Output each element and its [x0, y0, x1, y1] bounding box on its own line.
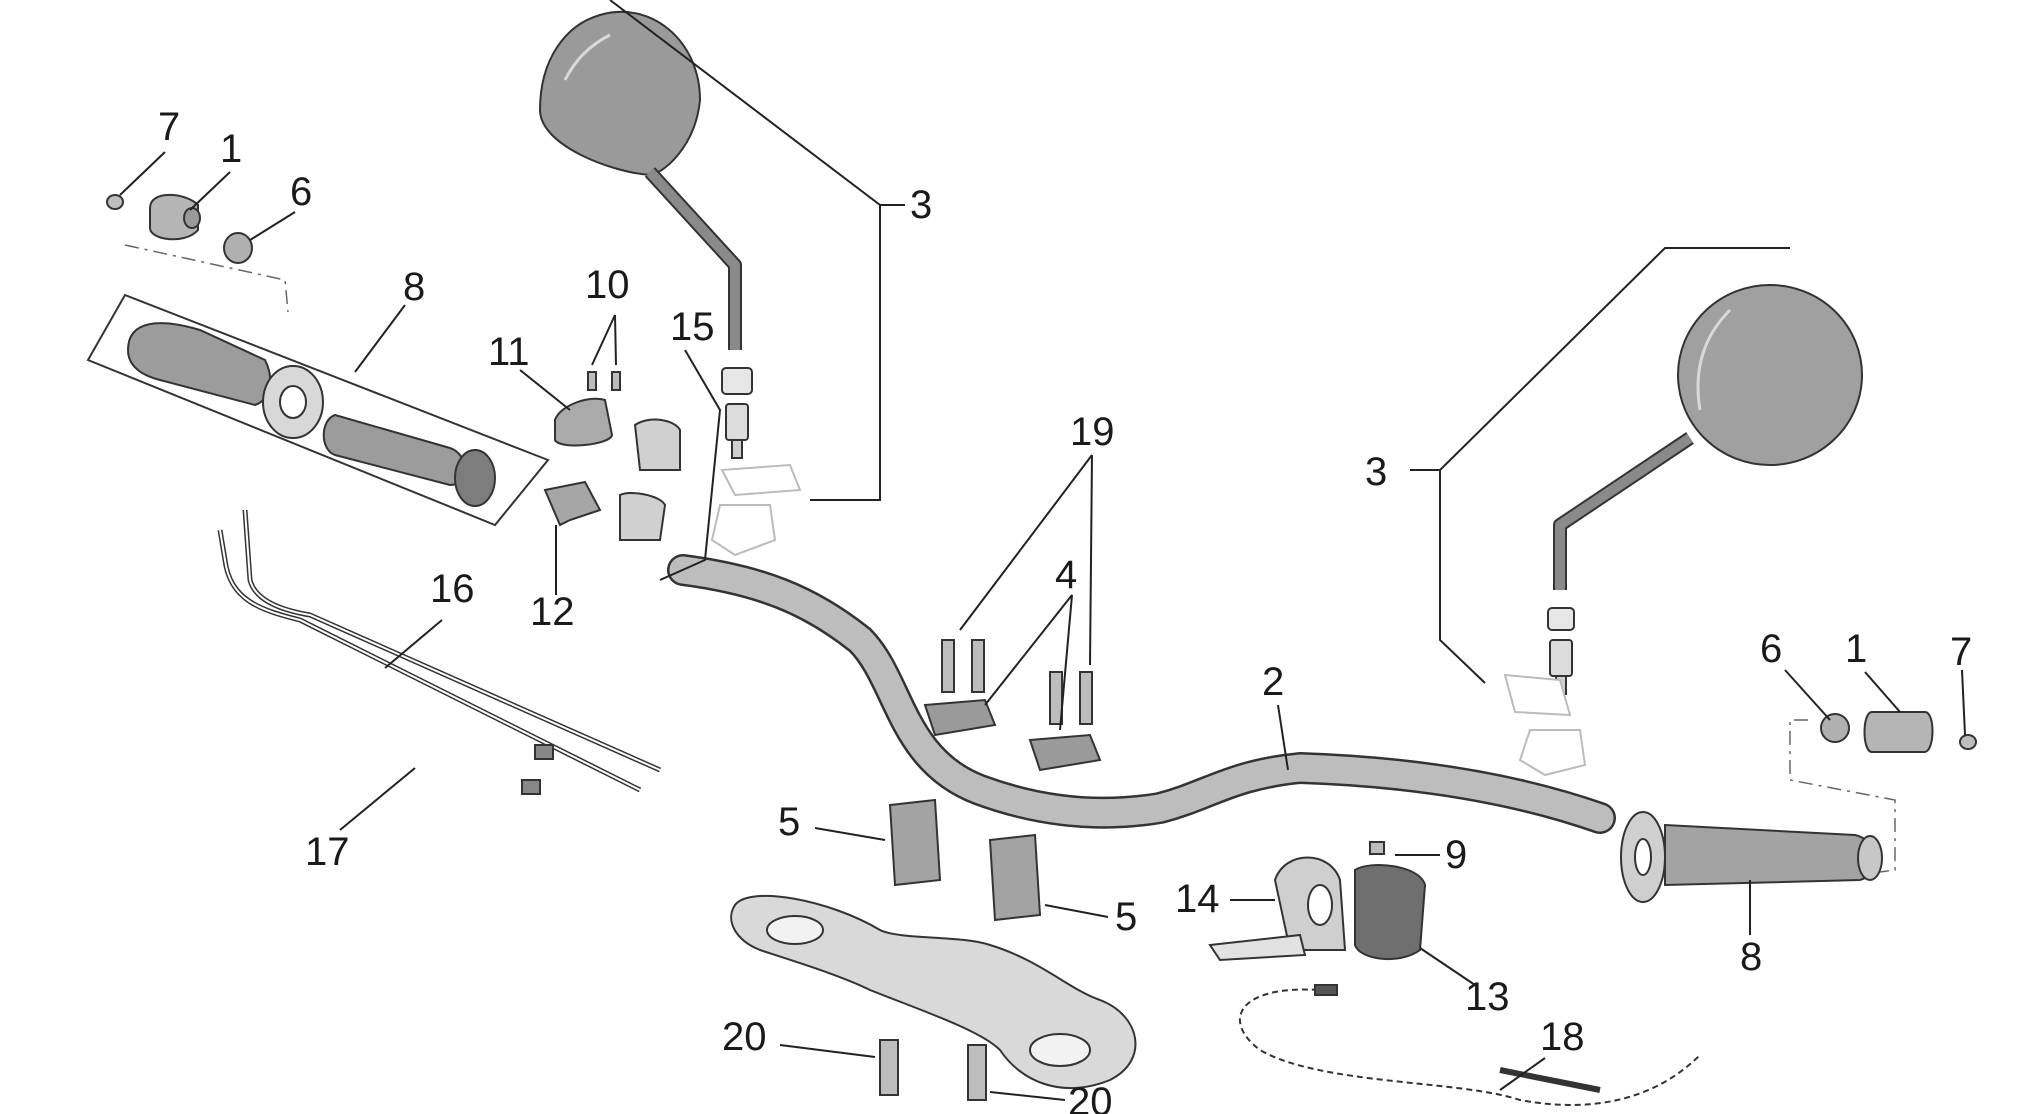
label-5-right: 5: [1115, 895, 1137, 939]
throttle-housing: [1208, 841, 1427, 962]
label-3-left: 3: [910, 183, 932, 227]
handlebar: [667, 554, 1616, 834]
choke-cable: [1239, 984, 1701, 1106]
label-6-left: 6: [290, 170, 312, 214]
label-7-left: 7: [158, 105, 180, 149]
label-11: 11: [488, 330, 530, 374]
label-15: 15: [670, 305, 715, 349]
label-6-right: 6: [1760, 627, 1782, 671]
throttle-cables: [217, 509, 662, 795]
label-10: 10: [585, 263, 630, 307]
label-5-left: 5: [778, 800, 800, 844]
left-mirror-ghost-mount: [710, 463, 802, 557]
left-mirror: [538, 10, 753, 459]
label-17: 17: [305, 830, 350, 874]
label-14: 14: [1175, 877, 1220, 921]
label-1-right: 1: [1845, 627, 1867, 671]
label-8-right: 8: [1740, 935, 1762, 979]
label-16: 16: [430, 567, 475, 611]
label-3-right: 3: [1365, 450, 1387, 494]
left-grip-group: [86, 193, 550, 527]
label-4: 4: [1055, 553, 1077, 597]
right-mirror-ghost-mount: [1503, 673, 1587, 777]
label-20-right: 20: [1068, 1080, 1113, 1114]
top-yoke: [730, 894, 1137, 1101]
label-1-left: 1: [220, 127, 242, 171]
label-13: 13: [1465, 975, 1510, 1019]
right-mirror: [1547, 284, 1863, 695]
right-grip-group: [1620, 711, 1977, 903]
label-18: 18: [1540, 1015, 1585, 1059]
handlebar-clamps: [888, 639, 1102, 922]
leader-lines: [119, 0, 1966, 1101]
label-12: 12: [530, 590, 575, 634]
label-8-left: 8: [403, 265, 425, 309]
label-9: 9: [1445, 833, 1467, 877]
label-7-right: 7: [1950, 630, 1972, 674]
label-20-left: 20: [722, 1015, 767, 1059]
label-2: 2: [1262, 660, 1284, 704]
left-switch-housing: [543, 371, 681, 541]
callout-labels: 7 1 6 8 3 10 11 15 12 16 17 19 4 2 3 5 5…: [158, 105, 1972, 1114]
label-19: 19: [1070, 410, 1115, 454]
